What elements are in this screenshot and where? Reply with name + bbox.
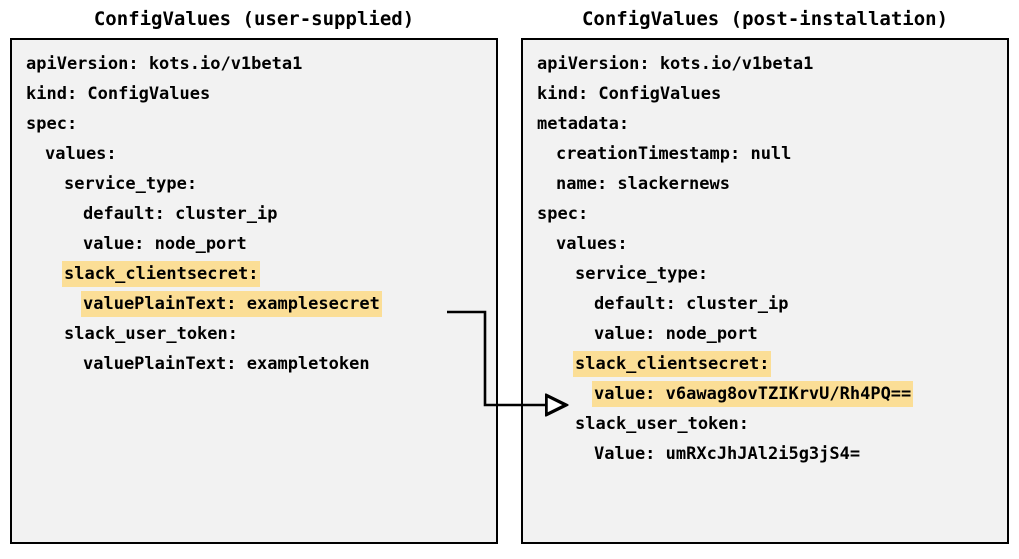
yaml-text: service_type: [575,264,709,284]
yaml-text: values: [45,144,117,164]
yaml-line: values: [523,229,1007,259]
yaml-text: default: cluster_ip [594,294,789,314]
highlighted-yaml-text: slack_clientsecret: [62,261,261,287]
yaml-line: metadata: [523,109,1007,139]
yaml-line: slack_user_token: [12,319,496,349]
yaml-line: value: node_port [523,319,1007,349]
yaml-line: apiVersion: kots.io/v1beta1 [12,49,496,79]
yaml-line: creationTimestamp: null [523,139,1007,169]
highlighted-yaml-text: value: v6awag8ovTZIKrvU/Rh4PQ== [592,381,914,407]
left-yaml-document: apiVersion: kots.io/v1beta1 kind: ConfigV… [12,49,496,379]
yaml-text: name: slackernews [556,174,730,194]
yaml-line: valuePlainText: exampletoken [12,349,496,379]
configvalues-user-supplied-panel: apiVersion: kots.io/v1beta1 kind: ConfigV… [10,38,498,544]
yaml-text: service_type: [64,174,198,194]
yaml-line: kind: ConfigValues [12,79,496,109]
yaml-line: service_type: [523,259,1007,289]
yaml-text: spec: [26,114,78,134]
yaml-text: value: node_port [83,234,247,254]
yaml-text: metadata: [537,114,630,134]
yaml-line: apiVersion: kots.io/v1beta1 [523,49,1007,79]
yaml-line: name: slackernews [523,169,1007,199]
right-panel-title: ConfigValues (post-installation) [581,8,949,30]
yaml-text: Value: umRXcJhJAl2i5g3jS4= [594,444,861,464]
yaml-text: values: [556,234,628,254]
yaml-text: value: node_port [594,324,758,344]
yaml-text: creationTimestamp: null [556,144,792,164]
yaml-line: slack_user_token: [523,409,1007,439]
left-panel-title: ConfigValues (user-supplied) [93,8,415,30]
yaml-line: value: v6awag8ovTZIKrvU/Rh4PQ== [523,379,1007,409]
yaml-text: default: cluster_ip [83,204,278,224]
yaml-text: kind: ConfigValues [26,84,211,104]
yaml-line: default: cluster_ip [12,199,496,229]
configvalues-post-installation-panel: apiVersion: kots.io/v1beta1 kind: ConfigV… [521,38,1009,544]
highlighted-yaml-text: valuePlainText: examplesecret [81,291,382,317]
yaml-text: spec: [537,204,589,224]
yaml-line: slack_clientsecret: [12,259,496,289]
yaml-line: valuePlainText: examplesecret [12,289,496,319]
yaml-text: apiVersion: kots.io/v1beta1 [26,54,303,74]
yaml-text: slack_user_token: [64,324,238,344]
yaml-line: service_type: [12,169,496,199]
yaml-line: values: [12,139,496,169]
yaml-line: spec: [12,109,496,139]
right-yaml-document: apiVersion: kots.io/v1beta1 kind: ConfigV… [523,49,1007,469]
yaml-text: valuePlainText: exampletoken [83,354,370,374]
yaml-text: kind: ConfigValues [537,84,722,104]
yaml-line: spec: [523,199,1007,229]
yaml-line: value: node_port [12,229,496,259]
yaml-line: kind: ConfigValues [523,79,1007,109]
yaml-line: slack_clientsecret: [523,349,1007,379]
yaml-line: default: cluster_ip [523,289,1007,319]
yaml-line: Value: umRXcJhJAl2i5g3jS4= [523,439,1007,469]
highlighted-yaml-text: slack_clientsecret: [573,351,772,377]
yaml-text: slack_user_token: [575,414,749,434]
yaml-text: apiVersion: kots.io/v1beta1 [537,54,814,74]
